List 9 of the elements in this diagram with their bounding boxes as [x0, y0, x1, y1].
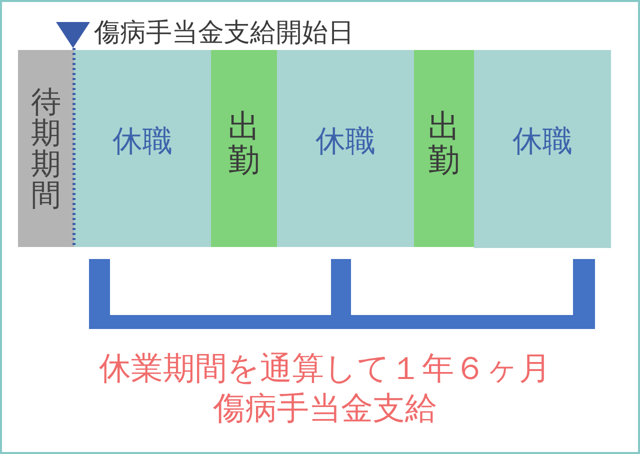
period-block: 待期期間	[18, 50, 74, 247]
marker-label: 傷病手当金支給開始日	[94, 18, 355, 48]
period-block: 出勤	[414, 50, 474, 247]
period-block: 休職	[74, 50, 211, 247]
period-block: 休職	[277, 50, 414, 247]
bracket	[89, 259, 595, 329]
period-block: 休職	[474, 50, 611, 248]
period-block: 出勤	[211, 50, 277, 247]
note-text: 休業期間を通算して１年６ヶ月傷病手当金支給	[98, 348, 552, 428]
